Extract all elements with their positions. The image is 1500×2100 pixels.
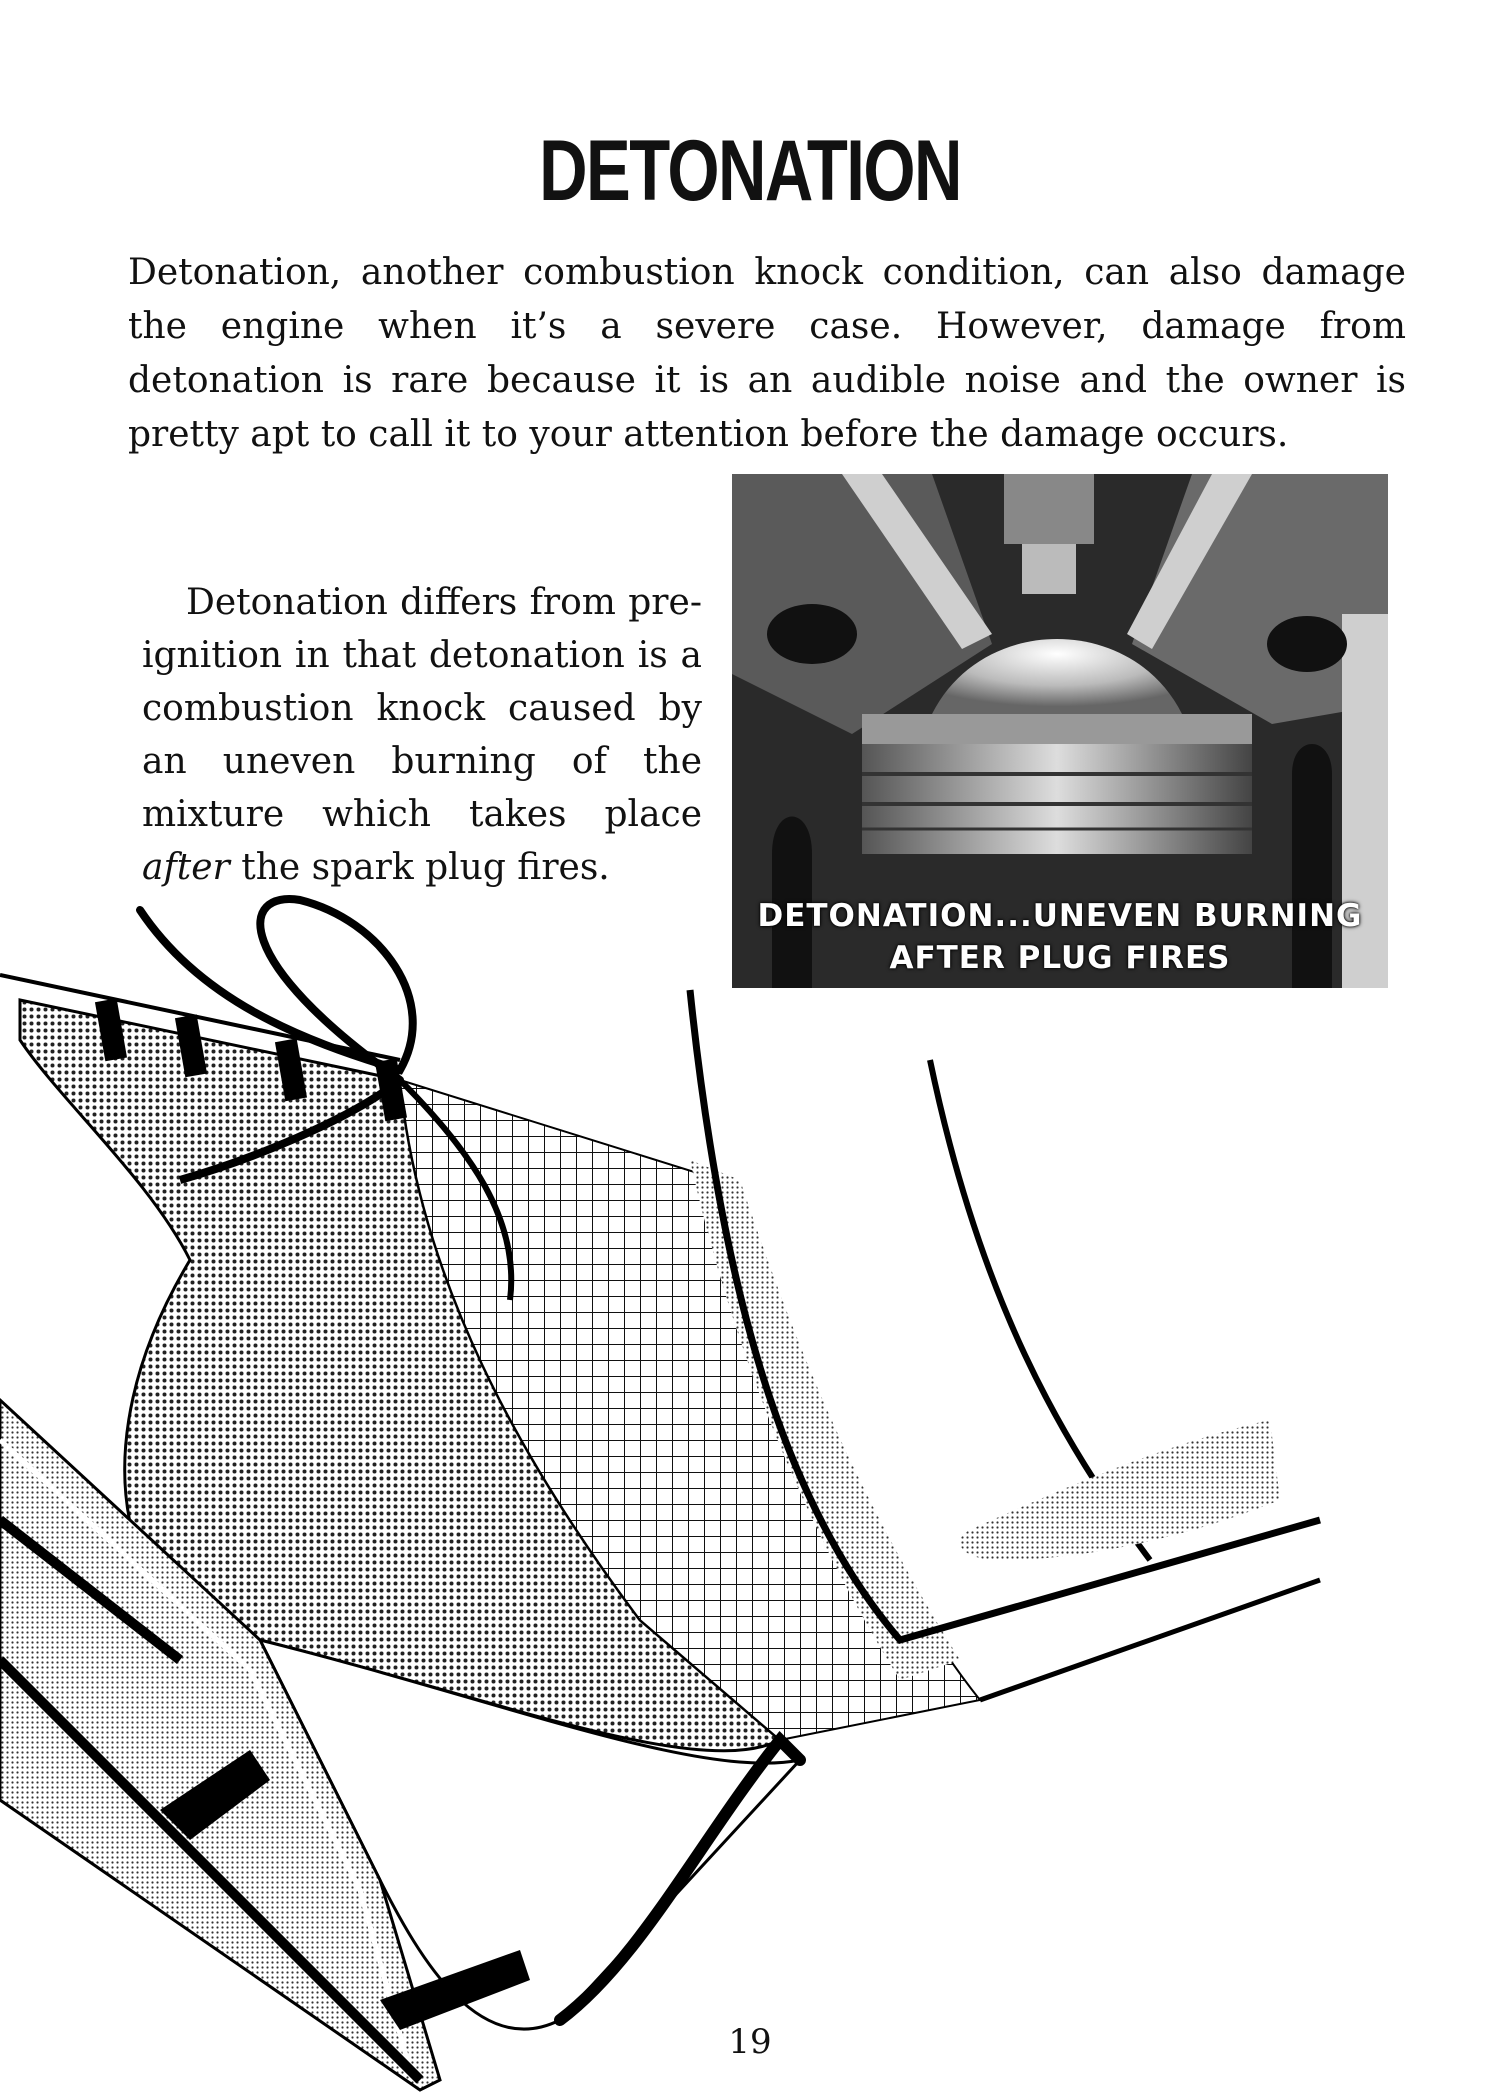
engine-cylinder-illustration: DETONATION...UNEVEN BURNING AFTER PLUG F… [732,474,1388,988]
cylinder-drawing [732,474,1388,988]
side-text-emphasis: after [142,847,230,888]
side-text-after: the spark plug fires. [229,847,610,888]
side-paragraph: Detonation differs from pre-ignition in … [142,576,702,894]
photo-caption-line-1: DETONATION...UNEVEN BURNING [757,898,1363,934]
shoe-illustration [0,895,1321,2092]
page-number: 19 [728,2022,772,2062]
photo-caption-line-2: AFTER PLUG FIRES [889,940,1231,976]
page-title: DETONATION [539,123,962,219]
side-text-before: Detonation differs from pre-ignition in … [142,582,702,835]
intro-paragraph: Detonation, another combustion knock con… [128,252,1406,455]
